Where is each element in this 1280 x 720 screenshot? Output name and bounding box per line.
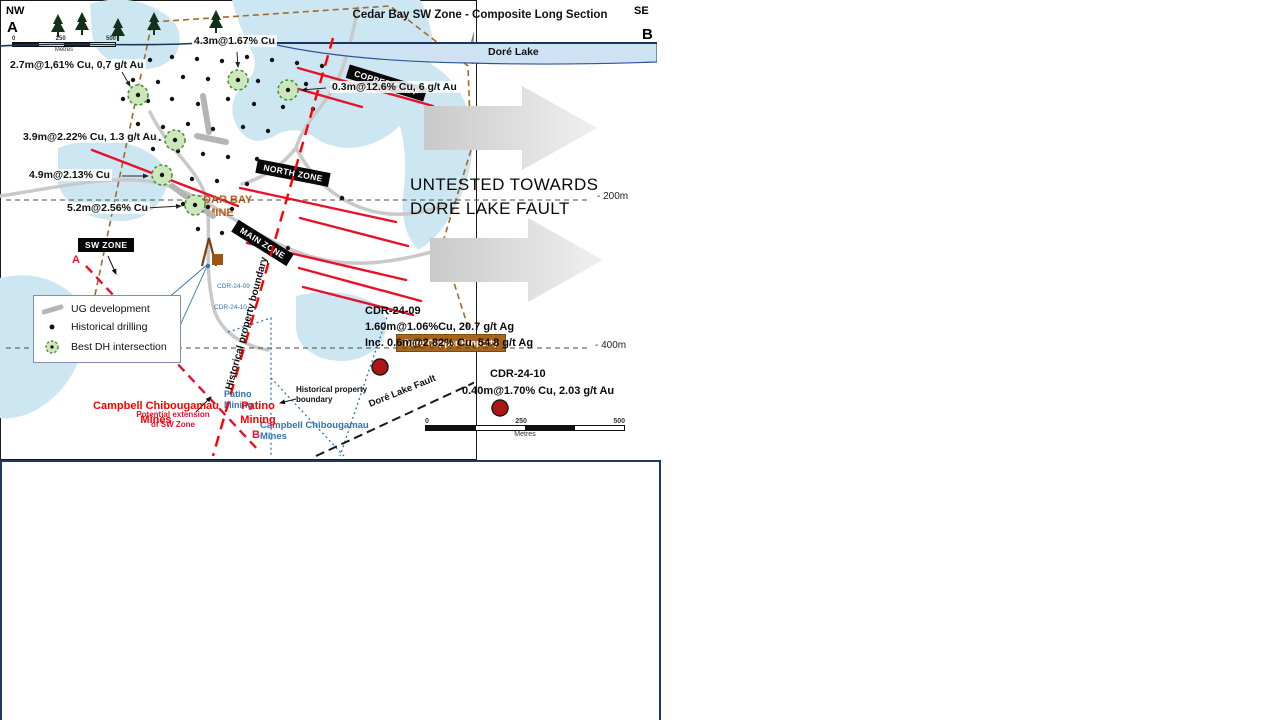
corner-a: A: [7, 19, 18, 36]
campbell-mines-label: Campbell Chibougamau Mines: [260, 420, 369, 442]
zone-label-sw-zone: SW ZONE: [78, 238, 135, 252]
cdr09-name: CDR-24-09: [365, 305, 421, 317]
untested-text-line1: UNTESTED TOWARDS: [410, 175, 599, 194]
annotation-5-2m: 5.2m@2.56% Cu: [65, 202, 150, 214]
depth-lines: [6, 199, 590, 349]
mine-headframe-icon: [200, 237, 223, 269]
depth-200m-label: - 200m: [597, 191, 629, 202]
tree-icons: [51, 10, 223, 41]
cdr10-intercept: 0.40m@1.70% Cu, 2.03 g/t Au: [462, 385, 615, 397]
dore-lake-fault-line: [315, 381, 474, 457]
section-graphics: [0, 10, 657, 456]
scale-tick: 250: [515, 418, 527, 425]
section-point-b: B: [252, 429, 260, 441]
scale-segment: [574, 426, 624, 430]
scale-segment: [525, 426, 575, 430]
historical-boundary-dotted: [227, 307, 391, 457]
potential-extension-label: Potential extension of SW Zone: [136, 410, 210, 429]
corner-se: SE: [634, 5, 649, 17]
annotation-leader-arrows: [121, 51, 327, 209]
scale-segment: [475, 426, 525, 430]
annotation-3-9m: 3.9m@2.22% Cu, 1.3 g/t Au: [21, 131, 159, 143]
section-panel: NW A SE B Cedar Bay SW Zone - Composite …: [0, 5, 661, 720]
cdr09-intercept: 1.60m@1.06%Cu, 20.7 g/t Ag: [365, 321, 515, 333]
untested-text-line2: DORE LAKE FAULT: [410, 199, 570, 218]
historical-boundary-label: Historical property boundary: [296, 385, 368, 404]
best-intersection-icon: [45, 340, 59, 354]
cdr-24-10-marker: [491, 399, 509, 417]
annotation-2-7m: 2.7m@1,61% Cu, 0,7 g/t Au: [8, 59, 146, 71]
cdr10-name: CDR-24-10: [490, 368, 546, 380]
patino-mining-label: Patino Mining: [240, 400, 276, 426]
historical-boundary-line: [211, 37, 335, 456]
campbell-mines-label: Campbell Chibougamau Mines: [93, 400, 219, 426]
patino-mining-label: Patino Mining: [224, 389, 253, 410]
scale-tick: 250: [55, 36, 66, 42]
best-intersection-markers: [127, 69, 299, 216]
section-title: Cedar Bay SW Zone - Composite Long Secti…: [352, 9, 608, 21]
annotation-0-3m: 0.3m@12.6% Cu, 6 g/t Au: [330, 81, 459, 93]
legend-hist-label: Historical drilling: [71, 321, 148, 333]
cdr09-included-intercept: Inc. 0.6m@2.82% Cu, 54.8 g/t Ag: [365, 337, 534, 349]
cdr09-result-block: CDR-24-09 1.60m@1.06%Cu, 20.7 g/t Ag Inc…: [365, 303, 533, 351]
scale-unit: Metres: [54, 47, 74, 53]
dore-lake-body: [271, 42, 657, 65]
scale-segment: [426, 426, 476, 430]
legend-box: UG development Historical drilling Best …: [33, 295, 181, 363]
historical-drilling-icon: [49, 324, 55, 330]
scale-unit: Metres: [514, 431, 536, 438]
section-scale-bar: 0 250 500 Metres: [425, 418, 625, 438]
legend-ug-label: UG development: [71, 303, 150, 315]
depth-400m-label: - 400m: [595, 340, 627, 351]
scale-tick: 500: [613, 418, 625, 425]
untested-arrows: [424, 86, 603, 302]
map-cdr09-label: CDR-24-09: [217, 283, 250, 290]
legend-best-label: Best DH intersection: [71, 341, 167, 353]
section-point-a: A: [72, 254, 80, 266]
annotation-4-3m: 4.3m@1.67% Cu: [192, 35, 277, 47]
corner-b: B: [642, 26, 653, 43]
map-cdr10-label: CDR-24-10: [214, 304, 247, 311]
scale-tick: 500: [105, 36, 116, 42]
property-boundary-brown: [94, 5, 472, 331]
map-arrows: [107, 255, 297, 413]
dore-lake-label: Doré Lake: [488, 46, 539, 58]
scale-tick: 0: [425, 418, 429, 425]
corner-nw: NW: [6, 5, 25, 17]
scale-tick: 0: [12, 36, 16, 42]
annotation-4-9m: 4.9m@2.13% Cu: [27, 169, 112, 181]
ug-development-icon: [42, 304, 64, 315]
cdr-24-09-marker: [371, 358, 389, 376]
